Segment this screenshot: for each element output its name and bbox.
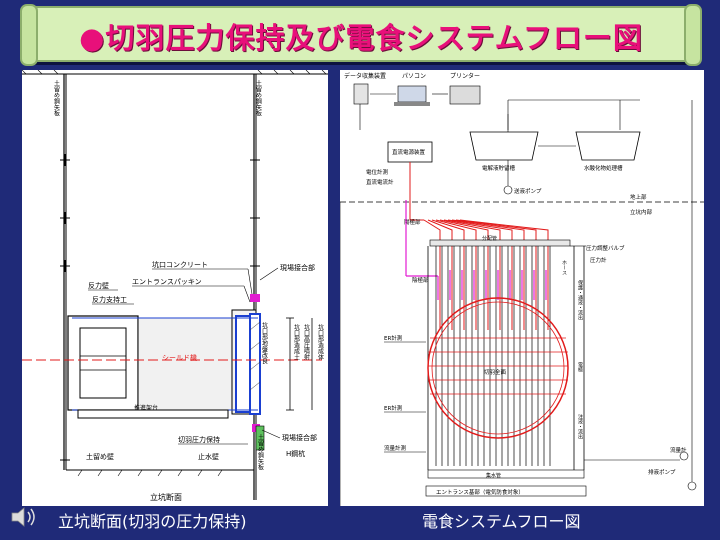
pressure-valve-label: 圧力調整バルブ (586, 244, 625, 252)
corrosion-flow-diagram: データ収集装置 パソコン プリンター 直流電源装置 電解液貯留槽 水酸化物処理槽… (339, 72, 704, 506)
scroll-curl-right (684, 4, 702, 66)
left-wall-label: 土留め鋼矢板 (53, 79, 60, 117)
dc-ammeter-label: 直流電流計 (366, 178, 394, 186)
anode-part-label: 陽極部 (404, 218, 421, 226)
right-wall-bottom-label: 土留め鋼矢板 (257, 433, 264, 471)
bottom-label: 集水管 (486, 472, 501, 479)
hose-label: ホース (561, 260, 567, 275)
circle-label: 切羽全面 (484, 368, 507, 376)
printer-label: プリンター (450, 72, 480, 80)
potential-meter-label: 電位計測 (366, 168, 389, 176)
vert-inject-label: 注液・流出 (577, 413, 583, 440)
face-pressure-label: 切羽圧力保持 (178, 435, 220, 444)
base-frame-label: 推進架台 (134, 404, 158, 412)
shield-machine-label: シールド機 (162, 353, 197, 362)
printer-icon (449, 85, 481, 105)
water-stop-wall-label: 止水壁 (198, 452, 219, 461)
ground-improvement-label: 坑口部地盤改良 (261, 321, 268, 365)
left-caption: 立坑断面(切羽の圧力保持) (58, 512, 247, 531)
speaker-icon[interactable] (10, 505, 38, 529)
reaction-wall-label: 反力壁 (88, 281, 109, 290)
jet-grout-label: 坑口高圧噴射 (303, 323, 310, 361)
constructed-body-label: 坑口部造成体 (317, 323, 324, 361)
title-banner: ●切羽圧力保持及び電食システムフロー図 (20, 4, 702, 66)
flowmeter-label: 流量計 (670, 446, 687, 454)
er-pipe-1-label: ER計測 (384, 334, 403, 342)
site-joint-2-label: 現場接合部 (282, 433, 317, 442)
data-collector-icon (353, 83, 369, 105)
entrance-packing-label: エントランスパッキン (132, 278, 202, 286)
section-label: 立坑断面 (150, 492, 182, 502)
dc-power-label: 直流電源装置 (392, 148, 426, 156)
anode-well-label: 電解液貯留槽 (482, 164, 516, 172)
pc-icon (397, 85, 427, 103)
page-title: ●切羽圧力保持及び電食システムフロー図 (79, 21, 643, 55)
hydroxide-tank-label: 水酸化物処理槽 (584, 164, 623, 172)
corrosion-flow-panel: データ収集装置 パソコン プリンター 直流電源装置 電解液貯留槽 水酸化物処理槽… (339, 70, 704, 506)
ground-up-label: 地上部 (630, 193, 647, 201)
tunnel-face-circle (427, 297, 569, 439)
entrance-bottom-label: エントランス基部（電気防食対象） (436, 488, 524, 496)
pressure-gauge-label: 圧力計 (590, 256, 607, 264)
shaft-section-diagram: 土留め鋼矢板 土留め鋼矢板 坑口コンクリート 現場接合部 エントランスパッキン (21, 69, 328, 502)
cathode-part-label: 陰極部 (412, 276, 429, 284)
h-steel-label: H鋼杭 (286, 449, 305, 458)
earth-retaining-wall-label: 土留め壁 (86, 452, 114, 461)
in-shaft-label: 立坑内部 (630, 208, 653, 216)
scroll-curl-left (20, 4, 38, 66)
vert-protect-label: 保護・通液・流出 (577, 279, 583, 321)
er-pipe-2-label: ER計測 (384, 404, 403, 412)
shaft-section-panel: 土留め鋼矢板 土留め鋼矢板 坑口コンクリート 現場接合部 エントランスパッキン (21, 69, 328, 506)
right-caption: 電食システムフロー図 (422, 512, 581, 531)
tunnel-opening-concrete-label: 坑口コンクリート (152, 260, 208, 269)
data-collector-label: データ収集装置 (344, 72, 386, 80)
leak-pipe-label: 流量計測 (384, 444, 407, 452)
fill-soil-label: 坑口部造成土 (293, 323, 300, 360)
return-pump-label: 排液ポンプ (648, 468, 676, 476)
manifold-label: 分配管 (482, 235, 497, 242)
site-joint-label: 現場接合部 (280, 263, 315, 272)
right-wall-label: 土留め鋼矢板 (255, 79, 262, 117)
pump-label: 送液ポンプ (514, 187, 542, 195)
reaction-support-label: 反力支持工 (92, 295, 127, 304)
pc-label: パソコン (402, 73, 426, 80)
vert-electrode-label: 電極 (577, 362, 583, 373)
